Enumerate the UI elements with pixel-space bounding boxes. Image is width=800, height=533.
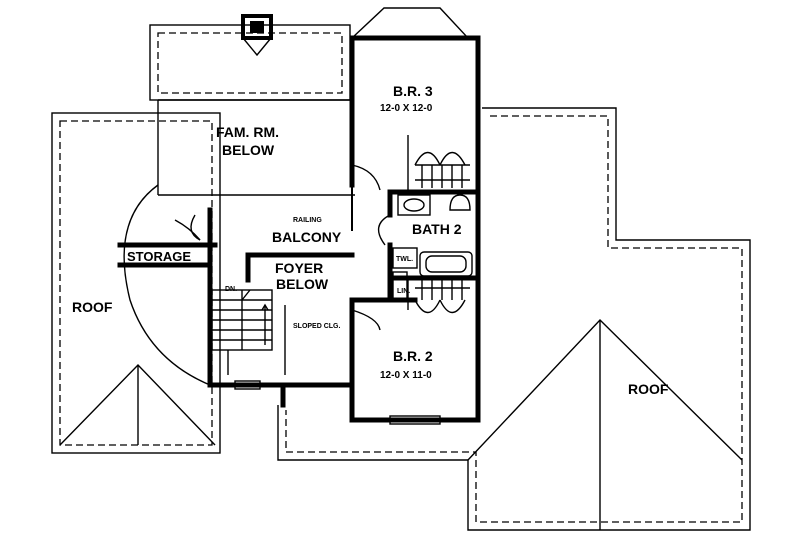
dn-note: DN.: [225, 286, 237, 293]
sloped-clg-note: SLOPED CLG.: [293, 323, 341, 330]
br3-label: B.R. 3: [393, 83, 433, 99]
family-room-area: [157, 99, 355, 196]
roof-left-label: ROOF: [72, 299, 113, 315]
twl-note: TWL.: [396, 256, 413, 263]
fam-rm-below-label: BELOW: [222, 142, 275, 158]
bath2-label: BATH 2: [412, 221, 462, 237]
storage-label: STORAGE: [127, 249, 191, 264]
exterior-walls: [117, 35, 481, 423]
fam-rm-label: FAM. RM.: [216, 124, 279, 140]
roof-right-label: ROOF: [628, 381, 669, 397]
br2-size: 12-0 X 11-0: [380, 370, 432, 381]
foyer-label: FOYER: [275, 260, 323, 276]
roof-over-family-room: [149, 14, 351, 101]
door-swings: [190, 164, 391, 331]
balcony-label: BALCONY: [272, 229, 342, 245]
bay-window: [350, 7, 470, 40]
closet-br2: [414, 280, 470, 314]
br2-label: B.R. 2: [393, 348, 433, 364]
railing-note: RAILING: [293, 217, 322, 224]
closet-br3: [414, 151, 470, 188]
storage-curve: [123, 184, 211, 386]
br3-size: 12-0 X 12-0: [380, 103, 433, 114]
lin-note: LIN.: [397, 288, 410, 295]
windows: [234, 380, 441, 425]
roof-outline-left: [51, 112, 221, 454]
roof-outline-right: [277, 107, 751, 531]
foyer-below-label: BELOW: [276, 276, 329, 292]
bath-fixtures: [392, 194, 473, 301]
stairs: [211, 289, 286, 375]
